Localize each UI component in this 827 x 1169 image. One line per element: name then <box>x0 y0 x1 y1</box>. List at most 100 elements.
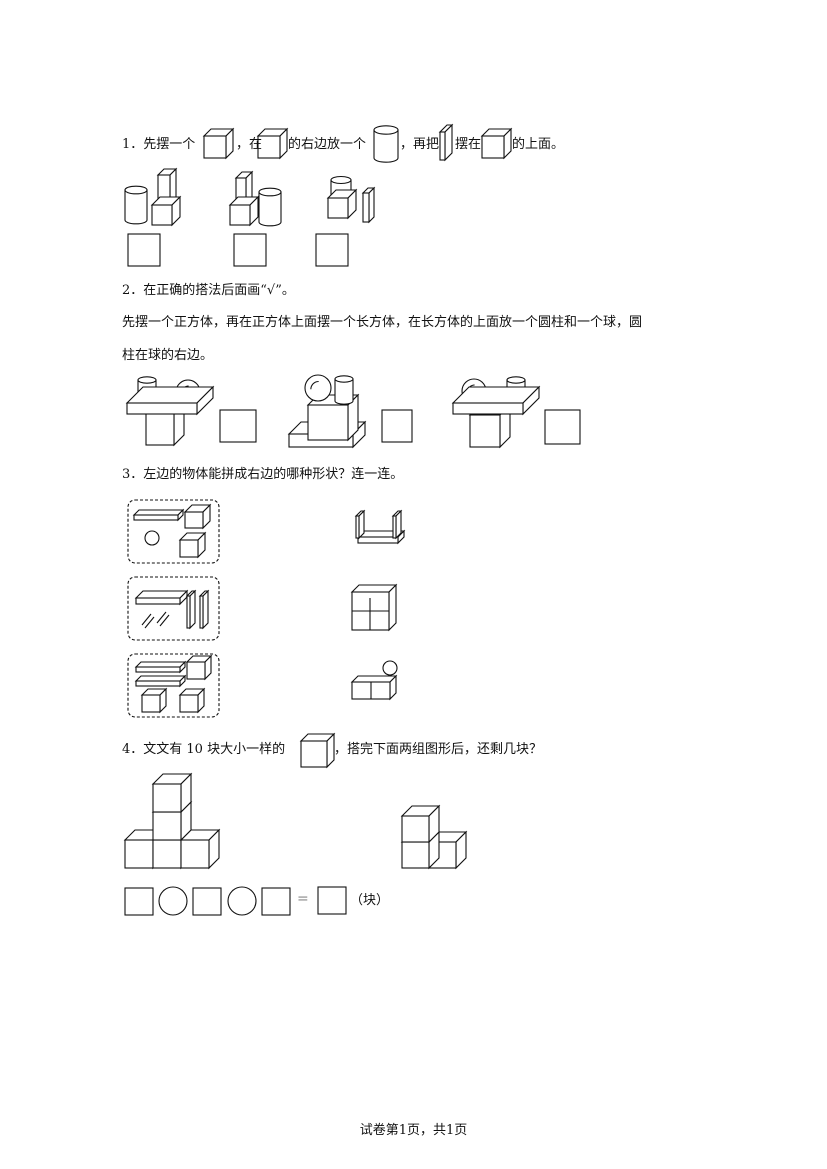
cuboid-top <box>134 590 189 599</box>
cuboid-front <box>327 197 349 219</box>
q3-shape-u <box>354 509 406 545</box>
stick <box>198 589 210 630</box>
cuboid-front <box>141 694 161 713</box>
q3-parts-c-items <box>134 654 213 714</box>
sphere-highlight <box>310 380 319 390</box>
q3-shape-cabinet <box>350 583 398 632</box>
q1-text-2: ，在 <box>236 137 263 152</box>
q2-option-c <box>451 376 581 449</box>
slab-icon <box>438 123 454 162</box>
q4-text-1: 4．文文有 10 块大小一样的 <box>122 742 286 757</box>
plank <box>134 589 189 606</box>
unit-label: （块） <box>350 893 390 908</box>
q3-parts-a-items <box>132 503 212 559</box>
plank <box>134 674 187 688</box>
q1-text-5: 摆在 <box>455 137 482 152</box>
sphere <box>304 374 332 402</box>
table-top <box>451 385 541 416</box>
number-box <box>192 887 222 916</box>
cuboid-front <box>124 839 154 869</box>
cuboid-front <box>152 839 182 869</box>
cabinet <box>350 583 398 632</box>
number-box <box>261 887 291 916</box>
cuboid-front <box>229 204 251 226</box>
cuboid-side <box>358 509 365 540</box>
slab <box>361 186 376 224</box>
cuboid-front <box>307 404 349 441</box>
q3-shape-bed <box>350 660 398 701</box>
cylinder <box>258 187 282 227</box>
cuboid-front <box>469 414 501 448</box>
cuboid-front <box>151 204 173 226</box>
cylinder-top <box>137 376 157 384</box>
q2-title: 2．在正确的搭法后面画“√”。 <box>122 283 295 298</box>
q4-inline-cube <box>299 732 336 769</box>
rod <box>156 611 167 624</box>
q2-line-1: 先摆一个正方体，再在正方体上面摆一个长方体，在长方体的上面放一个圆柱和一个球，圆 <box>122 315 643 330</box>
cuboid-front <box>362 192 370 223</box>
answer-box <box>233 233 267 267</box>
stick <box>185 589 197 630</box>
q4-figure-2 <box>400 804 468 870</box>
cube <box>179 828 221 870</box>
cuboid-front <box>180 839 210 869</box>
plank <box>132 508 185 522</box>
operator-circle <box>158 886 188 916</box>
cuboid-front <box>145 412 175 446</box>
cylinder-body <box>124 189 148 225</box>
cuboid-side <box>388 583 397 632</box>
q1-text-6: 的上面。 <box>512 137 565 152</box>
cylinder <box>124 185 148 225</box>
cuboid-front <box>203 135 227 159</box>
cuboid-front <box>152 783 182 813</box>
cuboid-front <box>257 135 281 159</box>
cube-icon <box>256 127 289 160</box>
cube-icon <box>202 127 235 160</box>
cylinder-body <box>334 378 354 405</box>
cube <box>150 195 182 227</box>
cuboid-top <box>132 509 185 516</box>
cube <box>185 654 213 681</box>
q2-option-a <box>125 376 257 447</box>
cuboid-side <box>202 589 209 630</box>
cylinder-body <box>373 129 399 163</box>
cuboid-front <box>392 515 397 539</box>
cuboid-top <box>134 661 187 668</box>
cuboid-front <box>179 694 199 713</box>
q1-option-c <box>315 175 376 267</box>
cylinder-top <box>258 187 282 197</box>
q4-equation <box>124 886 347 916</box>
answer-box <box>127 233 161 267</box>
cuboid-front <box>135 680 181 687</box>
cuboid-front <box>126 402 198 415</box>
cube <box>178 531 207 559</box>
q1-option-b <box>228 170 282 267</box>
cuboid-side <box>368 186 375 224</box>
operator-circle <box>227 886 257 916</box>
cuboid-front <box>300 740 328 768</box>
cuboid-side <box>189 589 196 630</box>
cuboid-front <box>439 131 446 161</box>
cuboid-front <box>199 595 204 629</box>
cuboid-front <box>357 536 399 544</box>
q2-line-2: 柱在球的右边。 <box>122 348 214 363</box>
cuboid-front <box>401 841 430 869</box>
circle <box>144 530 160 546</box>
cuboid-front <box>135 597 181 605</box>
q4-text-2: ，搭完下面两组图形后，还剩几块？ <box>334 742 543 757</box>
q1-option-a <box>124 167 182 267</box>
cube <box>228 195 260 227</box>
table-top <box>125 385 215 416</box>
side-wall <box>391 509 403 540</box>
cuboid-top <box>350 675 398 683</box>
rod <box>159 614 170 627</box>
cylinder-top <box>124 185 148 195</box>
q1-text-3: 的右边放一个 <box>288 137 367 152</box>
answer-box <box>315 233 349 267</box>
cube-icon <box>480 127 513 160</box>
page-footer: 试卷第1页，共1页 <box>359 1123 468 1138</box>
block <box>350 674 398 701</box>
cuboid-front <box>452 402 524 415</box>
